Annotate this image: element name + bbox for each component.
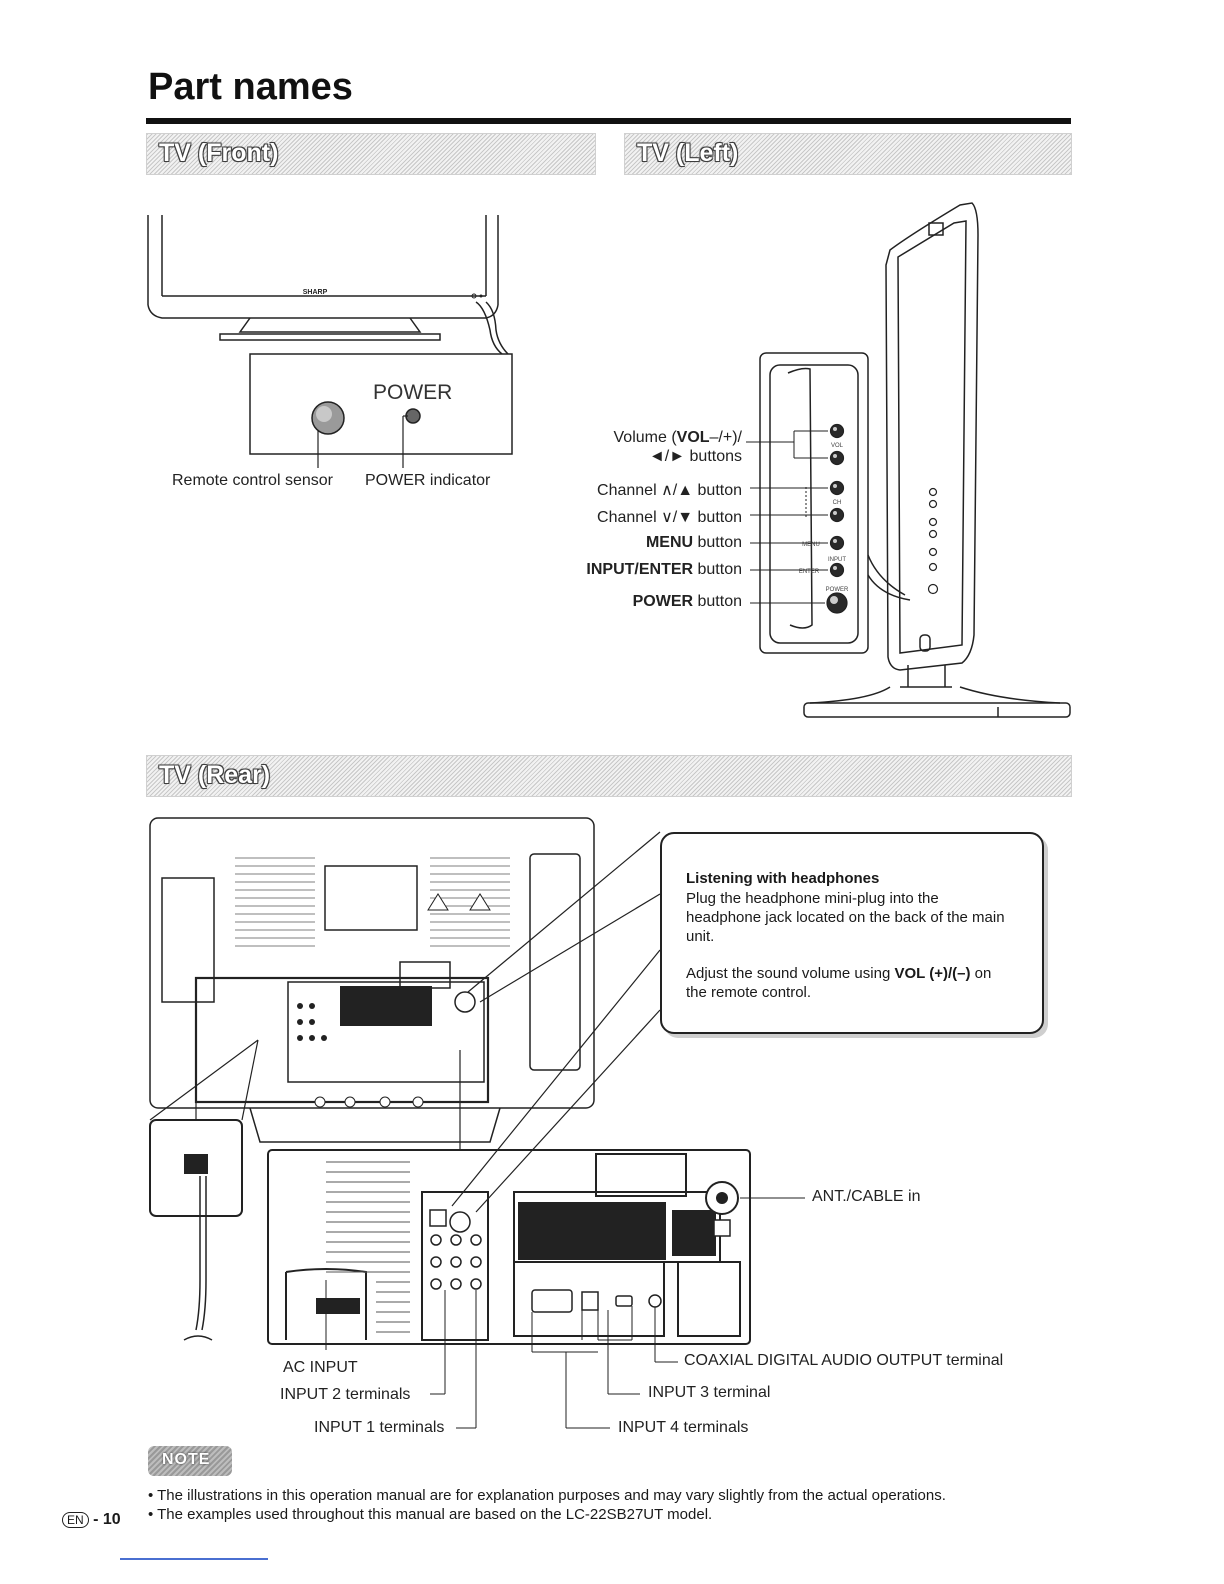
- tv-rear-illustration: [149, 817, 805, 1429]
- power-indicator-icon: [405, 408, 421, 424]
- label-input-1: INPUT 1 terminals: [314, 1419, 445, 1436]
- label-input-enter-button: INPUT/ENTER button: [586, 561, 742, 578]
- section-header-front: TV (Front): [146, 133, 596, 175]
- panel-enter-text: ENTER: [799, 569, 820, 575]
- power-indicator-label: POWER indicator: [365, 472, 491, 489]
- section-header-rear: TV (Rear): [146, 755, 1072, 797]
- language-badge: EN: [62, 1512, 89, 1528]
- page-number-value: - 10: [93, 1511, 121, 1528]
- label-input-3: INPUT 3 terminal: [648, 1384, 771, 1401]
- note-line-1: • The illustrations in this operation ma…: [148, 1487, 946, 1504]
- page-number: EN - 10: [62, 1511, 121, 1529]
- panel-input-text: INPUT: [828, 557, 846, 563]
- label-coaxial: COAXIAL DIGITAL AUDIO OUTPUT terminal: [684, 1352, 1004, 1369]
- remote-sensor-label: Remote control sensor: [172, 472, 333, 489]
- ch-down-button-icon: [829, 507, 845, 523]
- note-badge-text: NOTE: [162, 1451, 211, 1468]
- label-input-4: INPUT 4 terminals: [618, 1419, 749, 1436]
- panel-power-text: POWER: [826, 587, 849, 593]
- vol-up-button-icon: [829, 423, 845, 439]
- panel-ch-text: CH: [833, 500, 842, 506]
- section-title-front: TV (Front): [159, 139, 279, 167]
- tv-front-illustration: SHARP: [147, 215, 513, 468]
- label-ac-input: AC INPUT: [283, 1359, 358, 1376]
- ch-up-button-icon: [829, 480, 845, 496]
- label-channel-down: Channel ∨/▼ button: [597, 509, 742, 526]
- callout-paragraph-1: Plug the headphone mini-plug into the he…: [686, 890, 1005, 945]
- power-panel-label: POWER: [373, 381, 453, 404]
- vol-down-button-icon: [829, 450, 845, 466]
- callout-title: Listening with headphones: [686, 870, 880, 887]
- input-button-icon: [829, 562, 845, 578]
- tv-left-illustration: VOL CH MENU INPUT ENTER POWER: [746, 202, 1071, 718]
- menu-button-icon: [829, 535, 845, 551]
- section-header-left: TV (Left): [624, 133, 1072, 175]
- footer-rule: [120, 1558, 268, 1560]
- page-title: Part names: [148, 66, 353, 108]
- label-power-button: POWER button: [632, 593, 742, 610]
- panel-menu-text: MENU: [802, 542, 820, 548]
- callout-paragraph-2: Adjust the sound volume using VOL (+)/(–…: [686, 965, 992, 1001]
- brand-logo: SHARP: [303, 289, 328, 296]
- section-title-left: TV (Left): [637, 139, 739, 167]
- label-input-2: INPUT 2 terminals: [280, 1386, 411, 1403]
- note-badge: NOTE: [148, 1446, 232, 1476]
- title-rule: [146, 118, 1071, 124]
- section-title-rear: TV (Rear): [159, 761, 271, 789]
- label-channel-up: Channel ∧/▲ button: [597, 482, 742, 499]
- panel-vol-text: VOL: [831, 443, 844, 449]
- label-volume-line1: Volume (VOL–/+)/: [613, 429, 743, 446]
- headphones-callout: Listening with headphones Plug the headp…: [660, 832, 1044, 1034]
- note-line-2: • The examples used throughout this manu…: [148, 1506, 713, 1523]
- power-button-icon: [826, 592, 848, 614]
- label-menu-button: MENU button: [645, 534, 742, 551]
- label-ant-cable: ANT./CABLE in: [812, 1188, 921, 1205]
- label-volume-line2: ◄/► buttons: [648, 448, 742, 465]
